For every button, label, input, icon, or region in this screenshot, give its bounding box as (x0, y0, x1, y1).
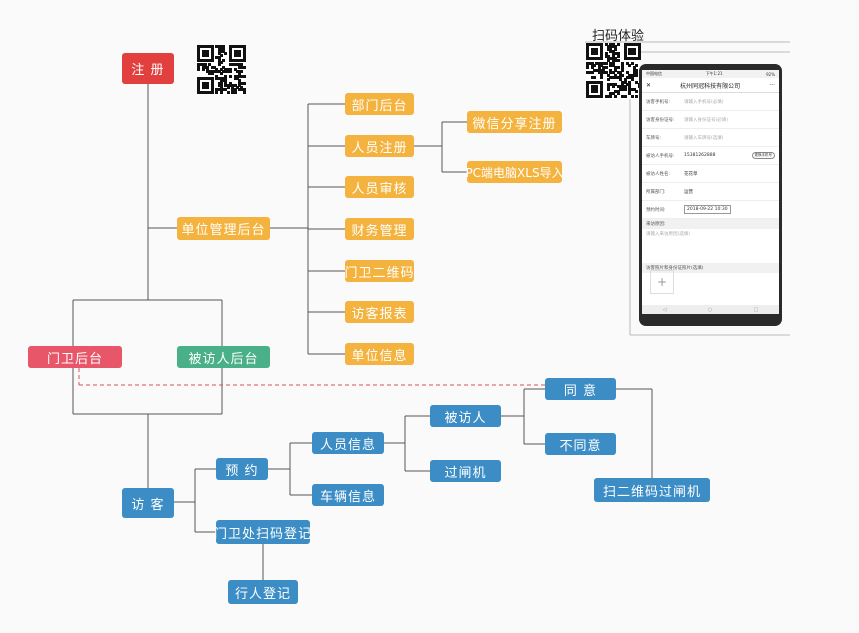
form-row-label: 被访人姓名: (646, 171, 671, 177)
form-fields: 访客手机号: 请输入手机号(必填) 访客身份证号: 请输入身份证号(必填) 车牌号: 请输… (642, 93, 779, 219)
nav-home-icon[interactable]: ○ (707, 306, 713, 313)
form-row-label: 所属部门: (646, 189, 666, 195)
visitor-node[interactable]: 访 客 (122, 488, 174, 518)
app-title-bar: ✕ 杭州同冠科技有限公司 ··· (642, 78, 779, 93)
finance-node[interactable]: 财务管理 (345, 218, 414, 240)
qr-code-register (197, 45, 246, 94)
unit-admin-node[interactable]: 单位管理后台 (177, 217, 270, 240)
register-node[interactable]: 注 册 (122, 53, 174, 84)
reason-input[interactable]: 请输入来访原因(选填) (646, 232, 691, 237)
upload-plus-icon[interactable]: + (650, 270, 674, 294)
form-row-label: 访客身份证号: (646, 117, 675, 123)
person-info-node[interactable]: 人员信息 (312, 432, 384, 454)
upload-label: 访客照片和身份证照片(选填) (642, 263, 779, 273)
scan-pass-node[interactable]: 扫二维码过闸机 (594, 478, 710, 502)
form-row[interactable]: 所属部门: 运营 (642, 183, 779, 201)
gate-backend-node[interactable]: 门卫后台 (28, 346, 122, 368)
change-phone-button[interactable]: 更换手机号 (751, 152, 775, 159)
visited-person-node[interactable]: 被访人 (430, 405, 501, 427)
form-row-label: 预约时间: (646, 207, 666, 213)
carrier-text: 中国电信 (646, 71, 662, 76)
phone-mockup: 中国电信 下午1:21 92% ✕ 杭州同冠科技有限公司 ··· 访客手机号: 请… (639, 64, 782, 326)
form-row-value[interactable]: 运营 (684, 189, 693, 195)
close-icon[interactable]: ✕ (646, 81, 652, 89)
status-bar: 中国电信 下午1:21 92% (642, 70, 779, 78)
gate-scan-register-node[interactable]: 门卫处扫码登记 (214, 520, 311, 544)
nav-recent-icon[interactable]: □ (753, 306, 759, 313)
nav-back-icon[interactable]: ◁ (662, 306, 667, 313)
wechat-share-register-node[interactable]: 微信分享注册 (467, 111, 562, 133)
form-row[interactable]: 被访人姓名: 花花草 (642, 165, 779, 183)
reason-label: 来访原因: (642, 219, 779, 229)
gate-qrcode-node[interactable]: 门卫二维码 (345, 260, 414, 282)
form-row-label: 车牌号: (646, 135, 662, 141)
pedestrian-register-node[interactable]: 行人登记 (228, 580, 298, 604)
more-icon[interactable]: ··· (769, 81, 775, 89)
visitor-report-node[interactable]: 访客报表 (345, 301, 414, 323)
clock-text: 下午1:21 (705, 71, 723, 76)
form-row[interactable]: 车牌号: 请输入车牌号(选填) (642, 129, 779, 147)
form-row[interactable]: 访客手机号: 请输入手机号(必填) (642, 93, 779, 111)
appointment-node[interactable]: 预 约 (216, 458, 268, 480)
form-row[interactable]: 预约时间: 2018-09-22 10:30 (642, 201, 779, 219)
scan-experience-label: 扫码体验 (592, 29, 645, 44)
app-title: 杭州同冠科技有限公司 (680, 82, 741, 90)
form-row-value[interactable]: 15381262888 (684, 153, 716, 158)
form-row-label: 访客手机号: (646, 99, 671, 105)
pc-xls-import-node[interactable]: PC端电脑XLS导入 (465, 161, 564, 183)
phone-screen: 中国电信 下午1:21 92% ✕ 杭州同冠科技有限公司 ··· 访客手机号: 请… (642, 70, 779, 314)
gate-machine-node[interactable]: 过闸机 (430, 460, 501, 482)
person-register-node[interactable]: 人员注册 (345, 135, 414, 157)
vehicle-info-node[interactable]: 车辆信息 (312, 484, 384, 506)
battery-text: 92% (766, 71, 775, 77)
phone-nav-bar: ◁ ○ □ (642, 305, 779, 314)
form-row[interactable]: 被访人手机号: 15381262888 更换手机号 (642, 147, 779, 165)
host-backend-node[interactable]: 被访人后台 (177, 346, 270, 368)
dept-backend-node[interactable]: 部门后台 (345, 93, 414, 115)
qr-code-scan-experience (586, 43, 641, 99)
person-review-node[interactable]: 人员审核 (345, 176, 414, 198)
form-row-label: 被访人手机号: (646, 153, 675, 159)
agree-node[interactable]: 同 意 (545, 378, 616, 400)
unit-info-node[interactable]: 单位信息 (345, 343, 414, 365)
form-row-value[interactable]: 请输入身份证号(必填) (684, 117, 729, 123)
form-row-value[interactable]: 2018-09-22 10:30 (684, 205, 731, 214)
disagree-node[interactable]: 不同意 (545, 433, 616, 455)
form-row-value[interactable]: 花花草 (684, 171, 698, 177)
form-row-value[interactable]: 请输入车牌号(选填) (684, 135, 724, 141)
form-row[interactable]: 访客身份证号: 请输入身份证号(必填) (642, 111, 779, 129)
form-row-value[interactable]: 请输入手机号(必填) (684, 99, 724, 105)
